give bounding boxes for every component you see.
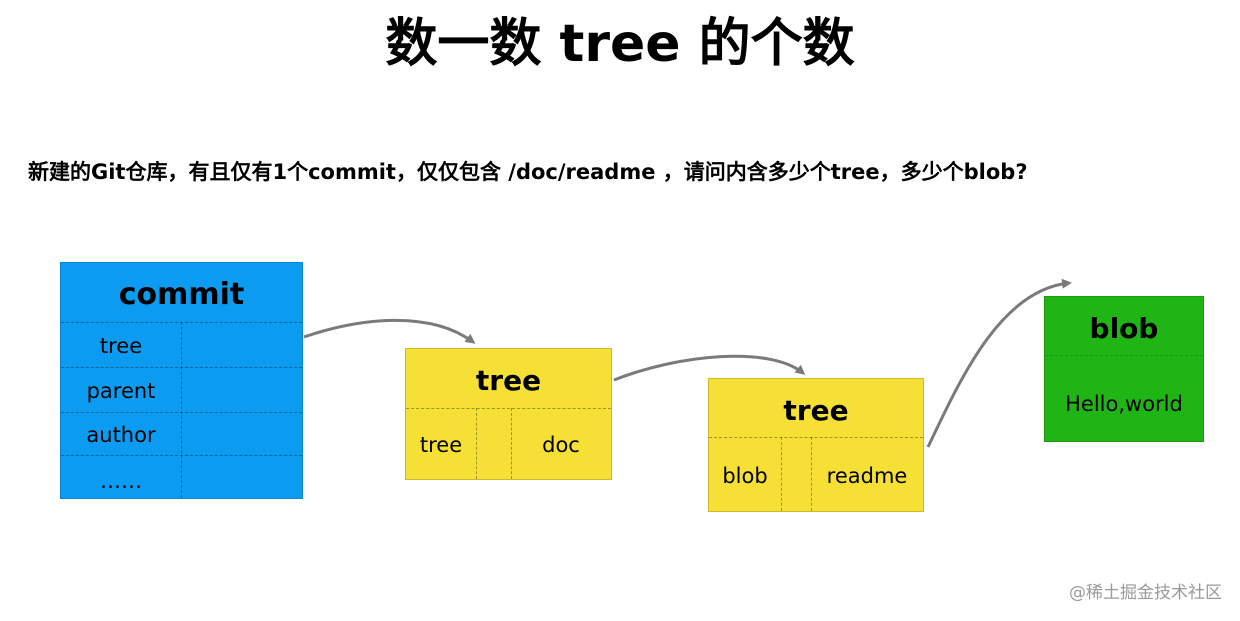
tree-doc-heading: tree bbox=[783, 394, 849, 427]
arrow-tree-to-tree bbox=[613, 354, 806, 382]
commit-divider bbox=[61, 367, 302, 368]
commit-divider bbox=[61, 322, 302, 323]
blob-content: Hello,world bbox=[1065, 392, 1183, 416]
commit-field-tree: tree bbox=[99, 334, 143, 358]
tree-doc-column-divider bbox=[811, 437, 812, 511]
arrow-commit-to-tree bbox=[303, 318, 476, 344]
tree-box-doc: tree blob readme bbox=[708, 378, 924, 512]
commit-box: commit tree parent author …… bbox=[60, 262, 303, 499]
blob-box: blob Hello,world bbox=[1044, 296, 1204, 442]
question-text: 新建的Git仓库，有且仅有1个commit，仅仅包含 /doc/readme ，… bbox=[28, 160, 1028, 184]
page-title: 数一数 tree 的个数 bbox=[385, 14, 855, 74]
commit-heading: commit bbox=[118, 277, 245, 312]
arrow-tree-to-blob bbox=[926, 278, 1072, 448]
commit-field-more: …… bbox=[100, 469, 142, 493]
commit-divider bbox=[61, 412, 302, 413]
commit-field-author: author bbox=[86, 423, 156, 447]
tree-root-divider bbox=[406, 408, 611, 409]
blob-divider bbox=[1045, 355, 1203, 356]
tree-doc-entry-name: readme bbox=[826, 464, 908, 488]
tree-root-column-divider bbox=[511, 408, 512, 479]
commit-divider bbox=[61, 455, 302, 456]
blob-heading: blob bbox=[1089, 312, 1159, 345]
tree-root-entry-type: tree bbox=[419, 433, 463, 457]
tree-doc-divider bbox=[709, 437, 923, 438]
tree-root-column-divider bbox=[476, 408, 477, 479]
tree-root-entry-name: doc bbox=[542, 433, 580, 457]
tree-box-root: tree tree doc bbox=[405, 348, 612, 480]
watermark: @稀土掘金技术社区 bbox=[1069, 583, 1222, 603]
commit-column-divider bbox=[181, 322, 182, 498]
commit-field-parent: parent bbox=[86, 379, 156, 403]
tree-root-heading: tree bbox=[475, 364, 542, 397]
tree-doc-entry-type: blob bbox=[722, 464, 768, 488]
tree-doc-column-divider bbox=[781, 437, 782, 511]
